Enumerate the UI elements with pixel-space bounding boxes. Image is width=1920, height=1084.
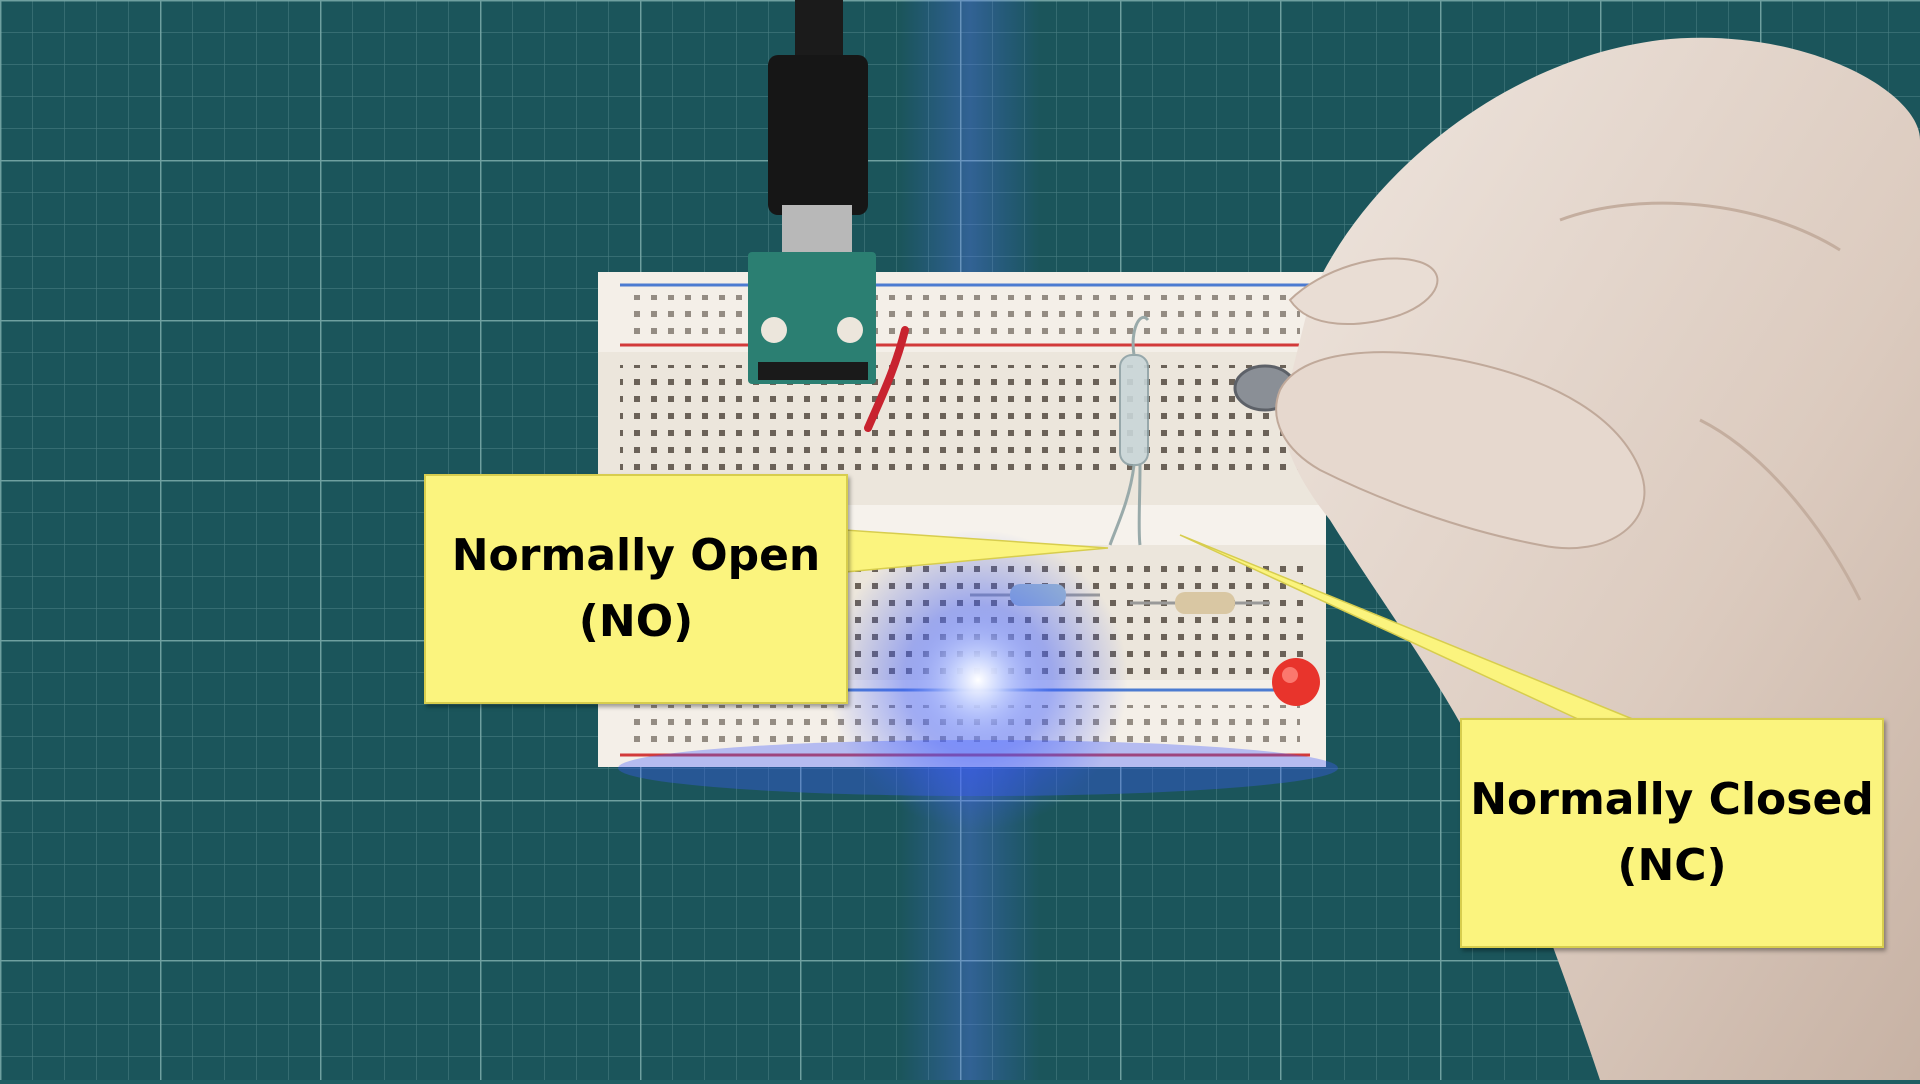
red-led (1272, 658, 1320, 706)
normally-closed-callout: Normally Closed (NC) (1460, 718, 1884, 948)
reed-switch (1119, 354, 1149, 466)
usb-breakout-board (748, 252, 876, 384)
normally-open-callout: Normally Open (NO) (424, 474, 848, 704)
resistor-2 (1130, 592, 1270, 614)
normally-open-label: Normally Open (451, 530, 821, 581)
red-jumper-wire (864, 326, 909, 432)
normally-closed-abbrev: (NC) (1617, 840, 1727, 891)
blue-led-glow (828, 530, 1128, 830)
usb-plug (768, 55, 868, 215)
normally-closed-label: Normally Closed (1470, 774, 1874, 825)
normally-open-abbrev: (NO) (578, 596, 694, 647)
